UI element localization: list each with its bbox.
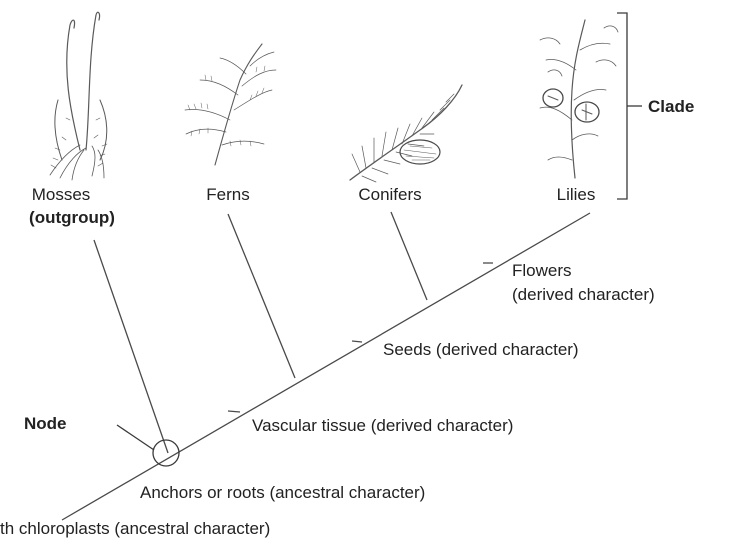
- character-vascular: Vascular tissue (derived character): [252, 416, 513, 435]
- taxon-label-mosses: Mosses: [32, 185, 91, 204]
- fern-illustration: [184, 43, 277, 166]
- taxon-label-conifers: Conifers: [358, 185, 421, 204]
- character-seeds: Seeds (derived character): [383, 340, 579, 359]
- clade-label: Clade: [648, 97, 694, 116]
- tick-seeds: [351, 340, 363, 343]
- character-chloroplasts: th chloroplasts (ancestral character): [0, 519, 270, 538]
- character-flowers: Flowers: [512, 261, 572, 280]
- main-trunk: [61, 212, 591, 521]
- node-leader: [116, 424, 155, 451]
- node-label: Node: [24, 414, 67, 433]
- lily-illustration: [539, 19, 619, 179]
- taxon-label-lilies: Lilies: [557, 185, 596, 204]
- character-anchors: Anchors or roots (ancestral character): [140, 483, 425, 502]
- branch-mosses: [93, 239, 169, 454]
- taxon-label-ferns: Ferns: [206, 185, 249, 204]
- moss-illustration: [49, 11, 108, 181]
- conifer-illustration: [349, 84, 463, 183]
- outgroup-note: (outgroup): [29, 208, 115, 227]
- branch-conifers: [390, 211, 428, 301]
- node-circle: [152, 439, 180, 467]
- clade-bracket: [617, 12, 628, 200]
- branch-ferns: [227, 213, 296, 379]
- tick-vascular: [227, 410, 241, 413]
- character-flowers-type: (derived character): [512, 285, 655, 304]
